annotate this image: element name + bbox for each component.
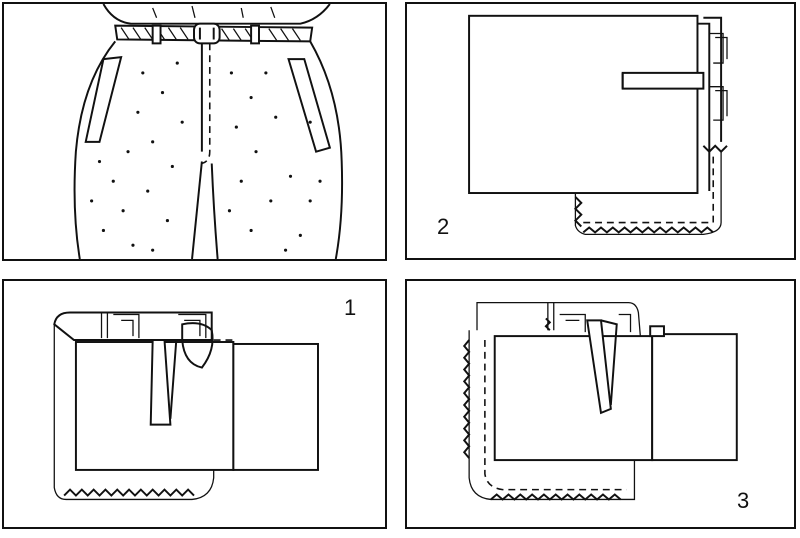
panel-step-2: 2 [405, 2, 796, 260]
step-number-2: 2 [437, 214, 450, 239]
overlock-edge [462, 339, 622, 501]
stitch-line [583, 151, 715, 224]
trouser-front-piece [493, 335, 654, 462]
panel-step-1: 1 [2, 279, 387, 529]
step-3-diagram [462, 302, 738, 501]
fly-stitching [201, 43, 211, 165]
pocket-bag-outline [468, 330, 636, 501]
step-1-diagram [53, 311, 319, 501]
shirt-hem [102, 4, 331, 25]
belt-loop-right [250, 24, 260, 45]
topstitch-lines [100, 312, 207, 339]
pocket-welt-left [84, 56, 123, 143]
pocket-welt [621, 71, 705, 90]
step-2-diagram [468, 14, 728, 236]
trousers-drawing [73, 4, 344, 259]
pocket-welt [149, 339, 172, 426]
facing-edges [709, 32, 724, 121]
pocket-bag-outline [574, 151, 722, 236]
panel-step-3: 3 [405, 279, 796, 529]
pocket-welt [586, 319, 612, 415]
stitch-line [484, 340, 627, 491]
side-panel [651, 333, 738, 462]
pocket-bag-outline [53, 324, 215, 501]
pocket-welt-right [287, 58, 332, 153]
inseam [191, 161, 219, 259]
panel-trousers-illustration [2, 2, 387, 261]
zigzag-stitch [702, 144, 728, 154]
belt-loop-left [151, 24, 162, 45]
step-number-1: 1 [344, 295, 357, 320]
belt-buckle [193, 22, 221, 45]
trouser-outline-right [309, 40, 344, 259]
side-panel [232, 342, 319, 471]
step-number-3: 3 [737, 488, 750, 513]
overlock-edge [574, 196, 714, 234]
topstitch-lines [547, 302, 632, 333]
trouser-front-piece [468, 14, 699, 195]
trouser-outline-left [73, 40, 117, 259]
overlock-edge [63, 488, 195, 497]
fabric-dot-pattern [90, 61, 322, 252]
